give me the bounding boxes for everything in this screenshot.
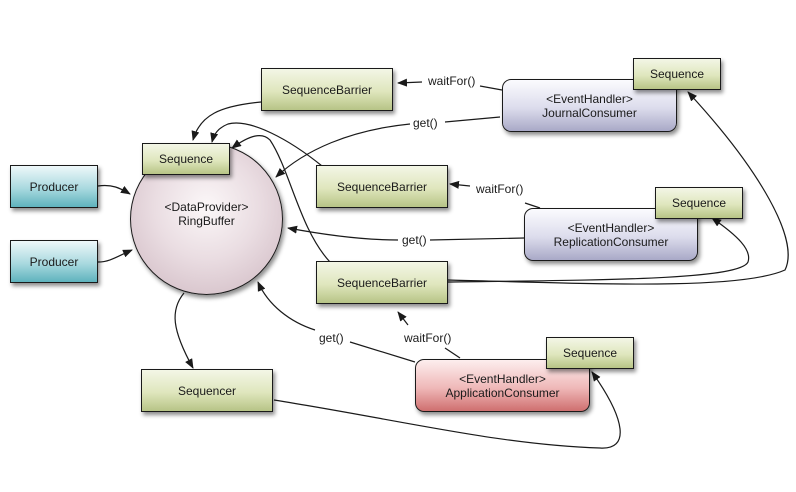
- application-get-label: get(): [317, 331, 346, 345]
- sequencer-label: Sequencer: [177, 383, 237, 398]
- sequence-barrier-top-node[interactable]: SequenceBarrier: [261, 68, 393, 111]
- replication-waitfor-label: waitFor(): [474, 182, 526, 196]
- sequence-barrier-mid-node[interactable]: SequenceBarrier: [316, 165, 448, 208]
- edge-barrier-top-ring-seq: [191, 101, 262, 141]
- edge-replication-get: [429, 237, 525, 241]
- consumer-label: ReplicationConsumer: [553, 234, 669, 249]
- journal-sequence-node[interactable]: Sequence: [633, 58, 721, 90]
- sequencer-node[interactable]: Sequencer: [141, 369, 273, 412]
- ringbuffer-label: RingBuffer: [178, 214, 235, 228]
- consumer-stereotype: <EventHandler>: [546, 91, 633, 106]
- edge-barrier-low-ring: [231, 134, 331, 263]
- replication-consumer-node[interactable]: <EventHandler> ReplicationConsumer: [524, 208, 698, 261]
- journal-get-label: get(): [411, 116, 440, 130]
- application-waitfor-label: waitFor(): [402, 331, 454, 345]
- edge-producer2-ring: [97, 249, 133, 263]
- sequence-barrier-low-node[interactable]: SequenceBarrier: [316, 261, 448, 304]
- journal-waitfor-label: waitFor(): [426, 74, 478, 88]
- sequence-label: Sequence: [158, 152, 214, 166]
- sequence-label: Sequence: [649, 67, 705, 81]
- sequence-label: Sequence: [562, 346, 618, 360]
- application-sequence-node[interactable]: Sequence: [546, 337, 634, 369]
- ringbuffer-sequence-node[interactable]: Sequence: [142, 143, 230, 175]
- consumer-label: JournalConsumer: [542, 105, 637, 120]
- ringbuffer-stereotype: <DataProvider>: [164, 200, 249, 214]
- application-consumer-node[interactable]: <EventHandler> ApplicationConsumer: [415, 359, 590, 412]
- edge-application-get: [349, 341, 416, 363]
- producer-label: Producer: [29, 179, 79, 194]
- edge-replication-waitfor: [524, 202, 541, 209]
- replication-sequence-node[interactable]: Sequence: [655, 187, 743, 219]
- edge-ring-sequencer: [174, 292, 194, 369]
- consumer-stereotype: <EventHandler>: [459, 371, 546, 386]
- edge-journal-waitfor: [479, 85, 503, 91]
- producer-label: Producer: [29, 254, 79, 269]
- sequence-label: Sequence: [671, 196, 727, 210]
- edge-barrier-low-journal-seq: [447, 91, 789, 285]
- consumer-stereotype: <EventHandler>: [567, 220, 655, 235]
- sequence-barrier-label: SequenceBarrier: [336, 275, 428, 290]
- edge-application-waitfor: [444, 347, 461, 359]
- consumer-label: ApplicationConsumer: [445, 385, 560, 400]
- producer-node-2[interactable]: Producer: [10, 240, 98, 283]
- edge-journal-get: [444, 116, 501, 123]
- sequence-barrier-label: SequenceBarrier: [281, 82, 373, 97]
- replication-get-label: get(): [400, 233, 429, 247]
- edge-barrier-low-replication-seq: [447, 217, 750, 283]
- edge-barrier-mid-ring-seq: [210, 122, 323, 167]
- edge-sequencer-application-seq: [273, 371, 621, 449]
- edge-producer1-ring: [97, 184, 131, 195]
- sequence-barrier-label: SequenceBarrier: [336, 179, 428, 194]
- producer-node-1[interactable]: Producer: [10, 165, 98, 208]
